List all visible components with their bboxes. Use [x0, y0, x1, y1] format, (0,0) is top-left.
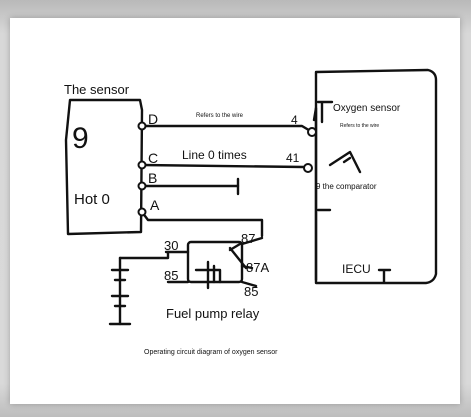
- pin-c-dot: [137, 160, 147, 170]
- pin-d-dot: [137, 121, 147, 131]
- pin-a-label: A: [150, 197, 160, 213]
- pin-4-label: 4: [291, 113, 298, 127]
- relay-coil: [194, 260, 222, 290]
- relay-terminal-30: 30: [164, 238, 178, 253]
- sensor-box: [64, 98, 144, 236]
- pin-b-dot: [137, 181, 147, 191]
- ecu-sensor-wire: [312, 106, 318, 282]
- sensor-title: The sensor: [64, 82, 130, 97]
- pin-41-dot: [303, 163, 313, 173]
- wire-c-to-pin-41: [140, 163, 306, 169]
- relay-terminal-85: 85: [164, 268, 178, 283]
- pin-d-label: D: [148, 111, 158, 127]
- pin-c-label: C: [148, 150, 158, 166]
- wire-a-to-relay: [140, 210, 264, 238]
- ecu-box: [314, 68, 438, 285]
- relay-wire-86: [240, 280, 258, 288]
- ecu-bottom-tick: [377, 268, 392, 284]
- battery-to-relay: [118, 250, 170, 260]
- wire-mid-label: Line 0 times: [182, 148, 247, 162]
- diagram-paper: [10, 18, 460, 404]
- pin-4-dot: [307, 127, 317, 137]
- relay-label: Fuel pump relay: [166, 306, 260, 321]
- comparator-symbol: [328, 150, 362, 174]
- oxygen-sensor-label: Oxygen sensor: [333, 103, 401, 114]
- oxygen-sensor-note: Refers to the wire: [340, 123, 379, 129]
- relay-switch: [228, 242, 248, 270]
- wire-top-note: Refers to the wire: [196, 113, 244, 119]
- relay-wire-87a: [240, 264, 254, 270]
- wire-d-to-pin-4: [140, 124, 314, 134]
- sensor-hot-label: Hot 0: [74, 191, 110, 208]
- comparator-label: 9 the comparator: [316, 182, 377, 191]
- relay-terminal-86: 85: [244, 284, 258, 299]
- relay-terminal-87: 87: [241, 231, 255, 246]
- sensor-big-digit: 9: [72, 122, 89, 155]
- relay-wire-87: [240, 236, 264, 246]
- pin-41-label: 41: [286, 151, 300, 165]
- ecu-label: IECU: [342, 262, 371, 276]
- diagram-caption: Operating circuit diagram of oxygen sens…: [144, 349, 278, 356]
- oxygen-sensor-connector: [316, 100, 334, 124]
- relay-terminal-87a: 87A: [246, 260, 269, 275]
- pin-b-label: B: [148, 170, 157, 186]
- pin-a-dot: [137, 207, 147, 217]
